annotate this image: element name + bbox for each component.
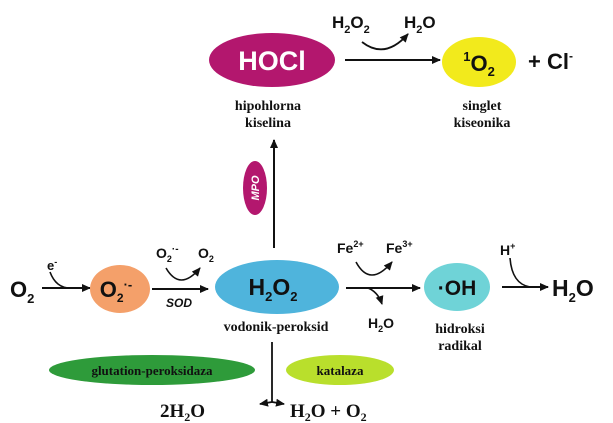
hocl-label: HOCl: [238, 46, 306, 76]
curve-sod: [165, 267, 201, 281]
hydroxyl-radical-label: ·OH: [438, 277, 477, 300]
electron-label: e-: [47, 257, 57, 273]
fe3-label: Fe3+: [386, 239, 413, 256]
top-h2o: H2O: [404, 13, 436, 36]
curve-h2o2-to-h2o-top: [361, 33, 409, 51]
catalase-badge: [286, 355, 394, 385]
arrow-split-left: [259, 398, 273, 407]
curve-fe-oxidation: [355, 261, 393, 276]
top-h2o2: H2O2: [332, 13, 370, 36]
mpo-badge: MPO: [243, 161, 267, 215]
curve-proton-in: [509, 257, 531, 288]
singlet-oxygen-node: [442, 37, 516, 87]
superoxide-node: [90, 265, 150, 313]
arrow-split-right: [271, 398, 285, 407]
curve-fenton-h2o-out: [367, 287, 384, 305]
product-right: H2O + O2: [290, 401, 367, 423]
proton-label: H+: [500, 241, 515, 258]
curve-electron-in: [49, 271, 71, 289]
hydroxyl-radical-node: [424, 263, 490, 311]
superoxide-label: O2·-: [100, 277, 132, 305]
singlet-caption-line2: kiseonika: [454, 116, 511, 131]
glutathione-peroxidase-badge: [49, 355, 255, 385]
hocl-caption-line1: hipohlorna: [235, 99, 301, 114]
sod-in-superoxide: O2·-: [156, 244, 179, 264]
catalase-label: katalaza: [317, 363, 364, 378]
plus-chloride: + Cl-: [528, 49, 573, 74]
svg-text:MPO: MPO: [250, 175, 262, 201]
final-water: H2O: [552, 275, 594, 305]
oh-caption-line1: hidroksi: [435, 322, 485, 337]
h2o2-caption: vodonik-peroksid: [224, 320, 329, 335]
singlet-oxygen-label: 1O2: [463, 49, 495, 79]
h2o2-node: [215, 260, 339, 314]
hocl-node: [209, 33, 335, 87]
fenton-h2o: H2O: [368, 315, 394, 334]
oh-caption-line2: radikal: [438, 339, 482, 354]
h2o2-label: H2O2: [249, 274, 298, 304]
product-left: 2H2O: [160, 401, 205, 423]
singlet-caption-line1: singlet: [463, 99, 502, 114]
glutathione-peroxidase-label: glutation-peroksidaza: [91, 363, 213, 378]
hocl-caption-line2: kiselina: [245, 116, 291, 131]
sod-label: SOD: [166, 296, 192, 310]
sod-out-o2: O2: [198, 245, 214, 264]
fe2-label: Fe2+: [337, 239, 364, 256]
o2-reactant: O2: [10, 277, 34, 306]
